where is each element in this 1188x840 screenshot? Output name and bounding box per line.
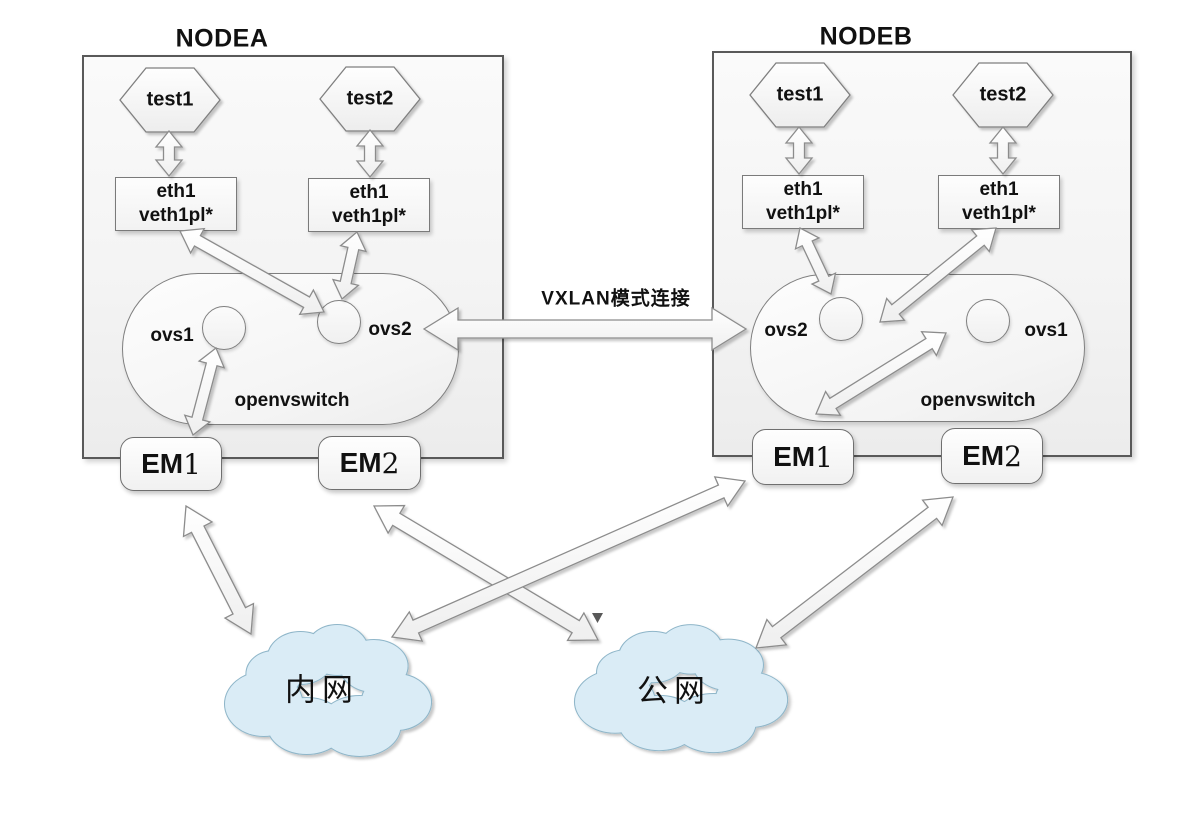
nic-b2-line1: eth1 [979, 179, 1019, 201]
arrow-test2-eth1-b [988, 125, 1018, 176]
arrow-test2-eth1-a [355, 128, 385, 179]
node-a-title: NODEA [175, 24, 269, 53]
em1-b-label: EM [773, 441, 816, 472]
vm-hexagon-test1-b [749, 62, 851, 128]
cloud-internet-label: 公网 [637, 673, 711, 709]
openvswitch-label-b: openvswitch [920, 390, 1036, 411]
ovs1-port-circle-b [966, 299, 1010, 343]
arrow-em2a-internet [372, 504, 600, 642]
nic-box-a1: eth1 veth1pl* [115, 177, 237, 231]
vm-hexagon-test2-a [319, 66, 421, 132]
vm-test2-a-label: test2 [346, 87, 394, 110]
nic-box-b1: eth1 veth1pl* [742, 175, 864, 229]
nic-b1-line1: eth1 [783, 179, 823, 201]
arrow-vxlan-link [422, 306, 748, 352]
arrow-em1-ovs1-b [815, 330, 947, 417]
arrow-em2b-internet [755, 496, 954, 649]
vm-test1-a-label: test1 [146, 88, 194, 111]
nic-b1-line2: veth1pl* [766, 203, 840, 224]
small-triangle-marker [592, 613, 603, 623]
nic-box-b2: eth1 veth1pl* [938, 175, 1060, 229]
vm-hexagon-test1-a [119, 67, 221, 133]
em2-b-label: EM [962, 440, 1005, 471]
ovs2-label-a: ovs2 [368, 319, 412, 340]
ovs1-port-circle-a [202, 306, 246, 350]
arrow-eth1a2-ovs2-a [331, 230, 368, 301]
ovs2-label-b: ovs2 [764, 320, 808, 341]
nic-a2-line2: veth1pl* [332, 206, 406, 227]
em1-b-num: 1 [815, 440, 833, 474]
arrow-eth1b1-ovs2-b [794, 227, 837, 295]
cloud-intranet-label: 内网 [285, 672, 359, 708]
arrow-test1-eth1-a [154, 129, 184, 178]
em1-a-label: EM [141, 448, 184, 479]
nic-a2-line1: eth1 [349, 182, 389, 204]
nic-b2-line2: veth1pl* [962, 203, 1036, 224]
nic-a1-line2: veth1pl* [139, 205, 213, 226]
em1-a-num: 1 [183, 447, 201, 481]
arrow-em1a-intranet [182, 504, 255, 636]
ovs1-label-b: ovs1 [1024, 320, 1068, 341]
arrow-em1b-intranet [390, 476, 747, 642]
ovs2-port-circle-a [317, 300, 361, 344]
vm-test2-b-label: test2 [979, 83, 1027, 106]
openvswitch-label-a: openvswitch [234, 390, 350, 411]
arrow-test1-eth1-b [784, 125, 814, 176]
node-b-title: NODEB [819, 22, 913, 51]
arrow-ovs1-em1-a [183, 346, 226, 437]
arrow-eth1a1-ovs2-a [179, 227, 325, 316]
arrow-eth1b2-ovs2-b [879, 227, 997, 323]
vxlan-link-label: VXLAN模式连接 [541, 288, 691, 310]
em2-a-num: 2 [381, 446, 400, 480]
nic-box-a2: eth1 veth1pl* [308, 178, 430, 232]
nic-a1-line1: eth1 [156, 181, 196, 203]
em2-a-label: EM [339, 447, 382, 478]
vm-test1-b-label: test1 [776, 83, 824, 106]
ovs1-label-a: ovs1 [150, 325, 194, 346]
ovs2-port-circle-b [819, 297, 863, 341]
vm-hexagon-test2-b [952, 62, 1054, 128]
em2-b-num: 2 [1004, 439, 1022, 473]
